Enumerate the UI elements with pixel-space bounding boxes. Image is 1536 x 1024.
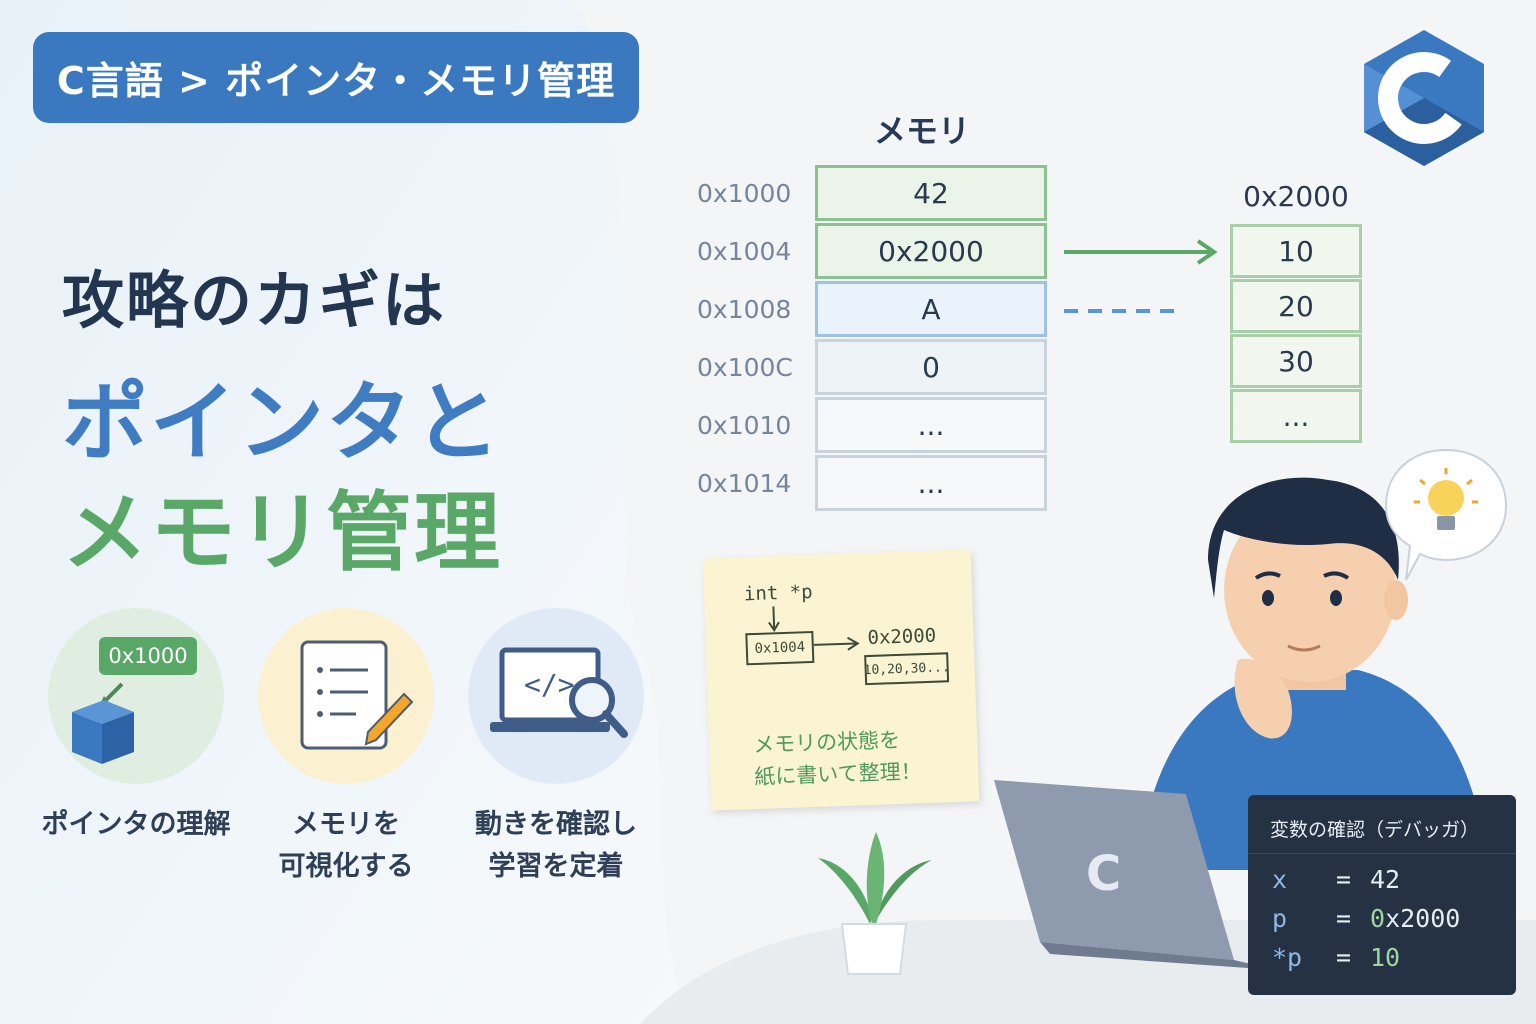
memory-address: 0x1004 [697, 237, 792, 266]
array-cell: ... [1230, 389, 1362, 443]
address-badge: 0x1000 [99, 637, 197, 675]
svg-text:</>: </> [524, 668, 575, 701]
lightbulb-idea-icon [1384, 448, 1508, 581]
note-arrow-right [813, 636, 860, 651]
pointer-arrow [1064, 239, 1218, 265]
feature-label-verify-line1: 動きを確認し [475, 809, 637, 840]
laptop-logo: C [1086, 846, 1122, 902]
headline-line-1: 攻略のカギは [62, 264, 447, 337]
note-code: int *p [743, 580, 813, 606]
laptop-illustration [994, 780, 1276, 970]
array-cell: 20 [1230, 279, 1362, 333]
memory-cell: 0x2000 [815, 223, 1047, 279]
feature-label-visualize-line2: 可視化する [278, 851, 414, 882]
debugger-var-name: p [1272, 904, 1288, 933]
debugger-value-prefix: 0 [1370, 904, 1386, 933]
memory-address: 0x100C [697, 353, 793, 382]
feature-label-visualize: メモリを 可視化する [241, 804, 451, 888]
memory-address: 0x1014 [697, 469, 792, 498]
memory-cell: 42 [815, 165, 1047, 221]
note-box-address: 0x1004 [745, 630, 815, 666]
note-target-values: 10,20,30... [863, 652, 950, 686]
cube-pointer-icon [72, 682, 134, 764]
sticky-note: int *p 0x1004 0x2000 10,20,30... メモリの状態を… [702, 549, 980, 811]
memory-cell: 0 [815, 339, 1047, 395]
debugger-panel: 変数の確認（デバッガ） x = 42 p = 0x2000 *p = 10 [1248, 795, 1516, 995]
debugger-value-rest: x2000 [1385, 904, 1461, 933]
memory-address: 0x1008 [697, 295, 792, 324]
memory-cell: ... [815, 455, 1047, 511]
potted-plant-icon [818, 832, 932, 975]
debugger-value: 42 [1370, 865, 1401, 894]
debugger-title: 変数の確認（デバッガ） [1270, 819, 1480, 841]
memory-cell: ... [815, 397, 1047, 453]
headline-line-2: ポインタと [62, 373, 502, 473]
c-language-logo-icon [1364, 30, 1484, 166]
debugger-eq: = [1336, 943, 1352, 972]
memory-address: 0x1000 [697, 179, 792, 208]
debugger-divider [1248, 853, 1516, 854]
debugger-value: 0x2000 [1370, 904, 1460, 933]
notepad-pencil-icon [300, 640, 414, 750]
debugger-var-name: *p [1272, 943, 1303, 972]
laptop-code-search-icon: </> [490, 647, 628, 738]
array-cell: 10 [1230, 224, 1362, 278]
debugger-var-name: x [1272, 865, 1288, 894]
note-message-line2: 紙に書いて整理！ [753, 759, 923, 790]
feature-label-verify: 動きを確認し 学習を定着 [451, 804, 661, 888]
breadcrumb[interactable]: C言語 > ポインタ・メモリ管理 [33, 32, 639, 123]
debugger-value: 10 [1370, 943, 1401, 972]
memory-address: 0x1010 [697, 411, 792, 440]
memory-cell: A [815, 281, 1047, 337]
debugger-eq: = [1336, 865, 1352, 894]
feature-label-verify-line2: 学習を定着 [488, 851, 624, 882]
feature-label-visualize-line1: メモリを [292, 809, 400, 840]
note-message-line1: メモリの状態を [752, 727, 901, 758]
dashed-connector [1064, 309, 1178, 313]
memory-title: メモリ [874, 112, 971, 150]
feature-label-pointer: ポインタの理解 [41, 809, 231, 840]
debugger-eq: = [1336, 904, 1352, 933]
note-arrow-down [768, 606, 780, 633]
array-cell: 30 [1230, 334, 1362, 388]
array-title: 0x2000 [1243, 180, 1349, 213]
headline-line-3: メモリ管理 [62, 483, 502, 583]
note-target: 0x2000 [867, 624, 937, 650]
